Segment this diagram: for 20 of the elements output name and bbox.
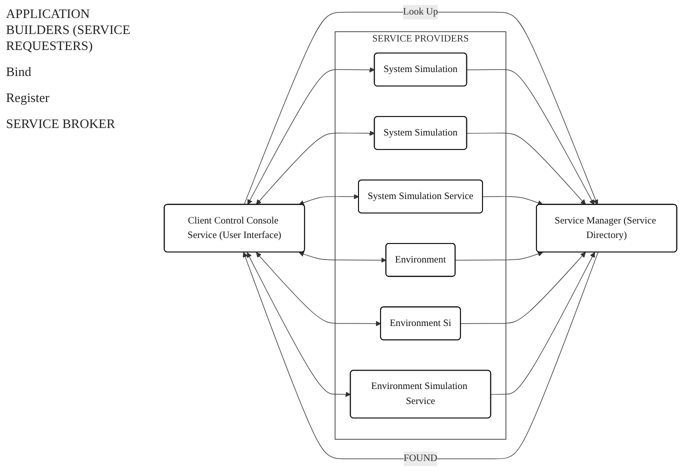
arrow: [298, 194, 360, 206]
arrow: [298, 251, 386, 263]
arrow: [482, 196, 544, 206]
arrow: [466, 132, 586, 205]
note-text: APPLICATION BUILDERS (SERVICE REQUESTERS): [6, 6, 132, 54]
arrow: [244, 12, 598, 205]
arrow: [247, 67, 375, 205]
note-text: SERVICE BROKER: [6, 116, 116, 132]
edge-label: FOUND: [404, 453, 438, 464]
arrow: [460, 252, 586, 324]
note-text: Register: [6, 90, 50, 106]
arrow: [466, 69, 594, 205]
arrow: [256, 130, 375, 205]
arrow: [246, 252, 351, 398]
edge-label: Look Up: [403, 6, 438, 18]
arrow: [256, 252, 382, 326]
note-text: Bind: [6, 64, 32, 80]
arrow: [490, 252, 595, 395]
arrow: [455, 251, 544, 261]
arrow: [242, 252, 598, 460]
